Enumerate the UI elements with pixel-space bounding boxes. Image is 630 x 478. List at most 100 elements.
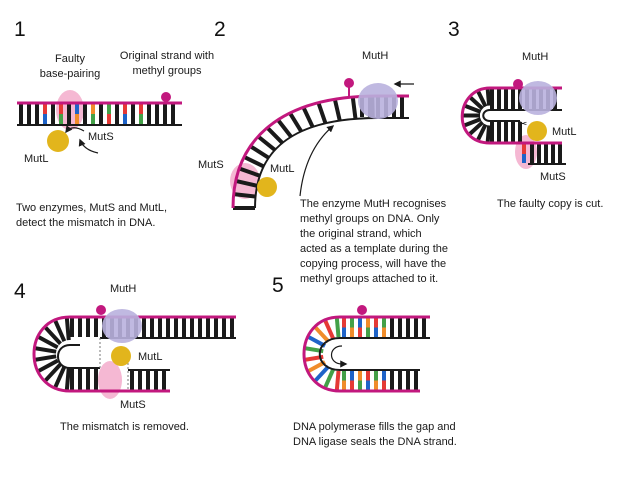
base-pair-rung <box>476 90 488 108</box>
mismatched-base <box>374 318 378 328</box>
base-pair-rung <box>490 89 494 109</box>
base-pair-rung <box>504 122 508 142</box>
mismatched-base <box>342 380 346 390</box>
base-pair-rung <box>86 369 90 390</box>
step-3: 3 MutH ✂ MutL MutS The faulty copy is cu… <box>448 18 603 210</box>
base-pair-rung <box>27 104 31 124</box>
mismatched-base <box>75 114 79 124</box>
base-pair-rung <box>142 318 146 337</box>
base-pair-rung <box>131 104 135 124</box>
base-pair-rung <box>138 371 142 390</box>
muth-protein <box>358 83 398 119</box>
mismatched-base <box>382 380 386 390</box>
new-base <box>323 320 335 340</box>
polymerase-arrow <box>330 345 348 368</box>
base-pair-rung <box>19 104 23 124</box>
mismatched-base <box>382 327 386 337</box>
base-pair-rung <box>174 318 178 337</box>
mismatched-base <box>123 114 127 124</box>
base-pair-rung <box>422 318 426 337</box>
step-5: 5 DNA polymerase fills the gap and DNA l… <box>272 274 457 448</box>
mismatched-base <box>382 318 386 328</box>
base-pair-rung <box>51 104 55 124</box>
mutl-protein <box>527 121 547 141</box>
mismatched-base <box>91 104 95 114</box>
base-pair-rung <box>537 144 541 163</box>
new-strand-tail <box>57 344 100 369</box>
base-pair-rung <box>530 144 534 163</box>
muth-protein <box>519 81 557 115</box>
dna-rungs <box>19 104 175 124</box>
base-pair-rung <box>162 371 166 390</box>
base-pair-rung <box>158 318 162 337</box>
mismatched-base <box>59 114 63 124</box>
step-1: 1 Faulty base-pairing Original strand wi… <box>14 18 214 229</box>
base-pair-rung <box>99 104 103 124</box>
faulty-label-line2: base-pairing <box>40 68 101 80</box>
base-pair-rung <box>78 318 82 337</box>
base-pair-rung <box>86 318 90 337</box>
mismatched-base <box>350 380 354 390</box>
mismatched-base <box>91 114 95 124</box>
base-pair-rung <box>182 318 186 337</box>
mutl-label: MutL <box>24 153 48 165</box>
faulty-label-line1: Faulty <box>55 53 85 65</box>
step-2-caption-line: methyl groups on DNA. Only <box>300 213 440 225</box>
base-pair-rung <box>94 318 98 337</box>
new-base <box>334 317 341 338</box>
base-pair-rung <box>414 318 418 337</box>
base-pair-rung <box>37 358 59 373</box>
mismatched-base <box>522 144 526 154</box>
base-pair-rung <box>155 104 159 124</box>
mutl-label: MutL <box>552 126 576 138</box>
base-pair-rung <box>468 95 484 111</box>
base-pair-rung <box>34 346 57 354</box>
mismatched-base <box>43 104 47 114</box>
binding-arrow <box>78 138 99 154</box>
base-pair-rung <box>485 88 492 106</box>
mismatched-base <box>374 327 378 337</box>
mismatched-base <box>374 380 378 390</box>
mismatched-base <box>358 318 362 328</box>
base-pair-rung <box>490 122 494 142</box>
base-pair-rung <box>544 144 548 163</box>
base-pair-rung <box>301 106 315 128</box>
step-2-number: 2 <box>214 18 226 41</box>
original-label-line2: methyl groups <box>132 65 202 77</box>
base-pair-rung <box>150 318 154 337</box>
methylated-strand <box>302 315 430 393</box>
base-pair-rung <box>350 96 358 120</box>
methyl-group <box>96 305 106 315</box>
movement-arrow <box>299 125 335 197</box>
base-pair-rung <box>414 371 418 390</box>
mismatched-base <box>107 114 111 124</box>
base-pair-rung <box>171 104 175 124</box>
base-pair-rung <box>53 320 67 343</box>
base-pair-rung <box>64 317 71 341</box>
muts-protein <box>98 361 122 399</box>
methyl-group <box>357 305 367 315</box>
muts-label: MutS <box>198 159 224 171</box>
muts-label: MutS <box>120 399 146 411</box>
base-pair-rung <box>154 371 158 390</box>
base-pair-rung <box>406 371 410 390</box>
mismatched-base <box>139 104 143 114</box>
base-pair-rung <box>214 318 218 337</box>
muth-label: MutH <box>362 50 388 62</box>
mismatched-base <box>366 371 370 381</box>
base-pair-rung <box>398 371 402 390</box>
base-pair-rung <box>115 104 119 124</box>
base-pair-rung <box>390 371 394 390</box>
new-base <box>334 370 341 391</box>
step-2-caption-line: The enzyme MutH recognises <box>300 198 447 210</box>
mismatched-base <box>366 380 370 390</box>
repaired-strand <box>318 337 430 371</box>
base-pair-rung <box>238 166 261 178</box>
mismatched-base <box>123 104 127 114</box>
step-2-caption-line: acted as a template during the <box>300 243 448 255</box>
base-pair-rung <box>288 112 303 133</box>
base-pair-rung <box>78 369 82 390</box>
base-pair-rung <box>94 369 98 390</box>
base-pair-rung <box>70 318 74 337</box>
